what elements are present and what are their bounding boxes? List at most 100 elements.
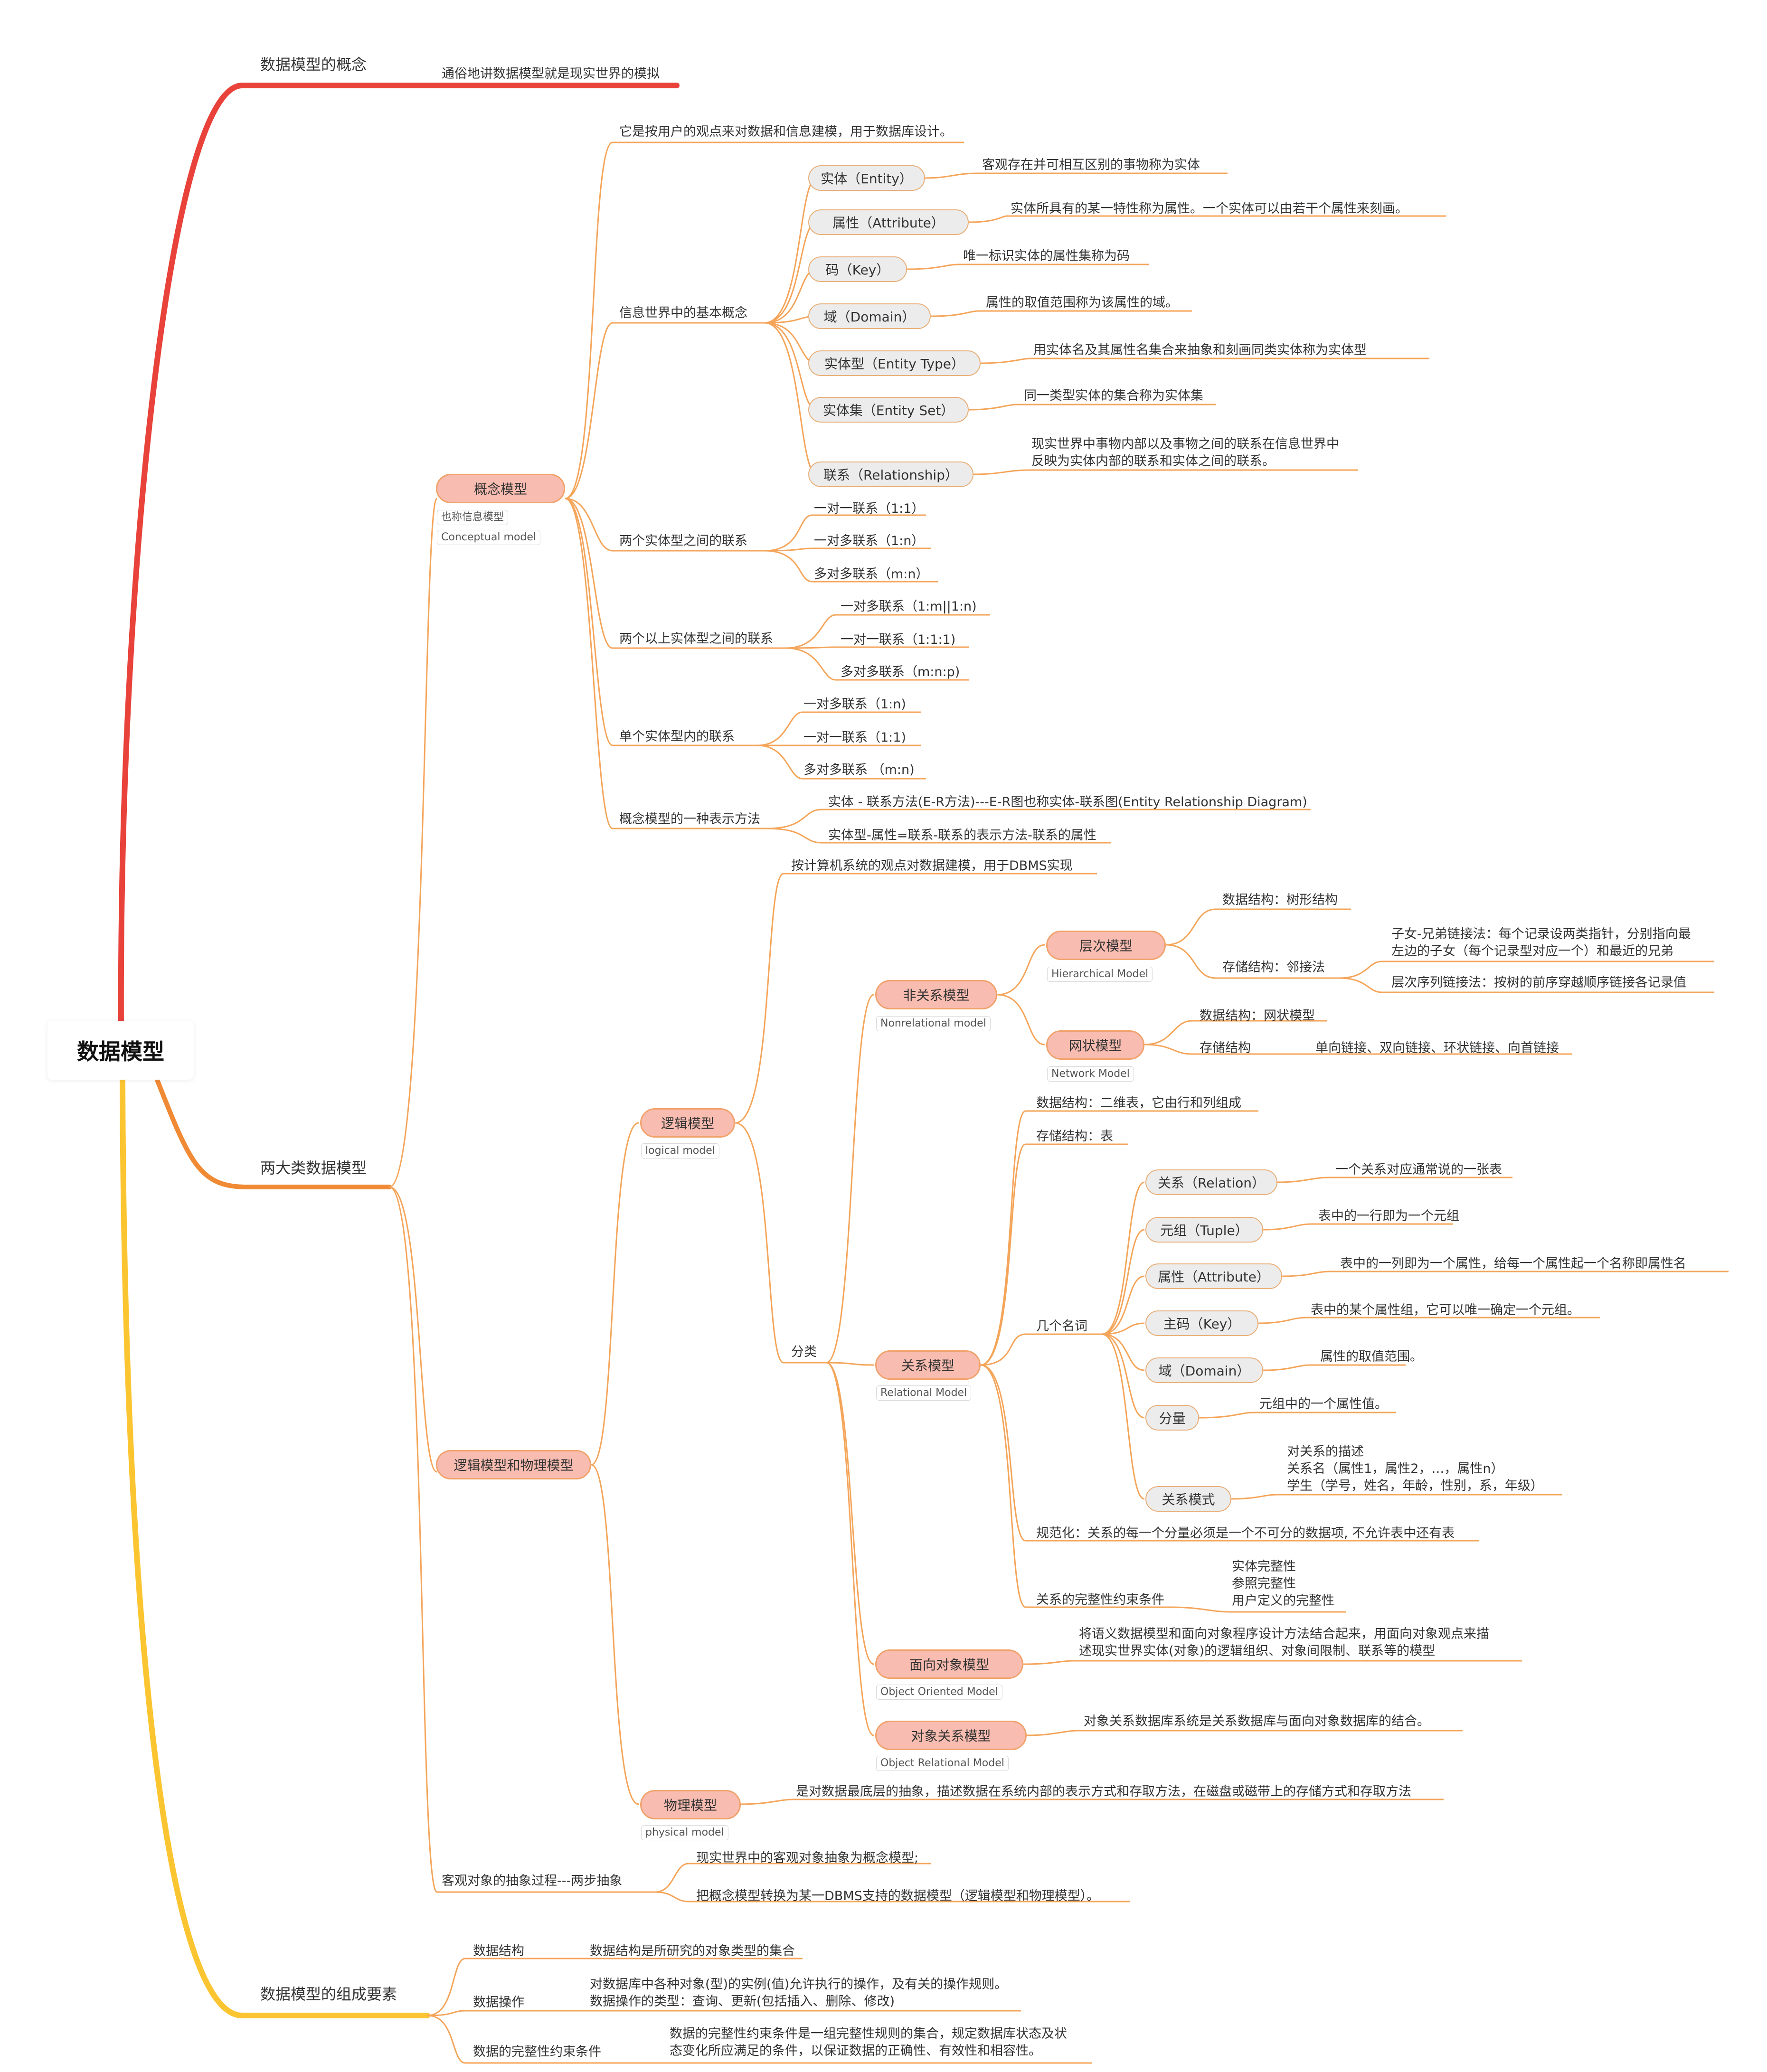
pill-relation[interactable]: 关系（Relation） [1145, 1169, 1277, 1195]
er-notation: 实体型-属性=联系-联系的表示方法-联系的属性 [828, 828, 1096, 843]
rel-structure: 数据结构：二维表，它由行和列组成 [1036, 1096, 1241, 1111]
multi-entity-label[interactable]: 两个以上实体型之间的联系 [619, 631, 773, 646]
info-world-label[interactable]: 信息世界中的基本概念 [619, 306, 747, 320]
hier-sequence: 层次序列链接法：按树的前序穿越顺序链接各记录值 [1391, 975, 1686, 990]
element-operation-label[interactable]: 数据操作 [473, 1995, 524, 2010]
element-integrity-label[interactable]: 数据的完整性约束条件 [473, 2044, 601, 2059]
abstraction-label[interactable]: 客观对象的抽象过程---两步抽象 [442, 1874, 623, 1888]
tag-network: Network Model [1047, 1066, 1134, 1082]
element-structure-desc: 数据结构是所研究的对象类型的集合 [590, 1944, 795, 1959]
tag-nonrelational: Nonrelational model [876, 1016, 991, 1031]
pill-entity[interactable]: 实体（Entity） [808, 165, 925, 191]
component-desc: 元组中的一个属性值。 [1259, 1397, 1388, 1412]
er-method: 实体 - 联系方法(E-R方法)---E-R图也称实体-联系图(Entity R… [828, 795, 1307, 810]
hier-storage: 存储结构：邻接法 [1222, 960, 1325, 975]
two-entity-label[interactable]: 两个实体型之间的联系 [619, 534, 747, 548]
node-conceptual-model[interactable]: 概念模型 [436, 474, 565, 503]
multi-entity-1-1-1: 一对一联系（1:1:1) [841, 632, 956, 647]
branch-line-components [120, 1076, 430, 2018]
orel-desc: 对象关系数据库系统是关系数据库与面向对象数据库的结合。 [1084, 1714, 1430, 1729]
pill-primary-key[interactable]: 主码（Key） [1145, 1310, 1258, 1336]
er-label[interactable]: 概念模型的一种表示方法 [619, 812, 760, 827]
node-physical-model[interactable]: 物理模型 [640, 1790, 741, 1819]
phys-desc: 是对数据最底层的抽象，描述数据在系统内部的表示方式和存取方法，在磁盘或磁带上的存… [796, 1784, 1411, 1799]
single-entity-1-1: 一对一联系（1:1) [803, 730, 906, 745]
multi-entity-m-n-p: 多对多联系（m:n:p) [841, 665, 960, 679]
branch-line-two-types [154, 1076, 392, 1189]
node-logical-model[interactable]: 逻辑模型 [640, 1108, 735, 1138]
element-integrity-desc: 数据的完整性约束条件是一组完整性规则的集合，规定数据库状态及状 态变化所应满足的… [670, 2026, 1067, 2058]
attribute-desc: 实体所具有的某一特性称为属性。一个实体可以由若干个属性来刻画。 [1011, 201, 1408, 216]
pill-entity-type[interactable]: 实体型（Entity Type） [808, 350, 981, 376]
root-node[interactable]: 数据模型 [47, 1021, 194, 1080]
tag-conceptual-en: Conceptual model [437, 530, 541, 545]
pill-domain[interactable]: 域（Domain） [808, 303, 931, 329]
element-operation-desc: 对数据库中各种对象(型)的实例(值)允许执行的操作，及有关的操作规则。 数据操作… [590, 1977, 1008, 2009]
logical-desc: 按计算机系统的观点对数据建模，用于DBMS实现 [791, 858, 1073, 873]
tag-hierarchical: Hierarchical Model [1047, 967, 1153, 982]
branch-components[interactable]: 数据模型的组成要素 [260, 1985, 397, 2003]
pill-rel-domain[interactable]: 域（Domain） [1145, 1357, 1263, 1383]
node-network[interactable]: 网状模型 [1046, 1030, 1144, 1060]
single-entity-m-n: 多对多联系 （m:n) [803, 763, 915, 777]
key-desc: 唯一标识实体的属性集称为码 [963, 249, 1130, 264]
tag-object-oriented: Object Oriented Model [876, 1685, 1002, 1700]
tag-object-relational: Object Relational Model [876, 1756, 1009, 1771]
tuple-desc: 表中的一行即为一个元组 [1318, 1209, 1459, 1224]
element-structure-label[interactable]: 数据结构 [473, 1944, 524, 1959]
entity-set-desc: 同一类型实体的集合称为实体集 [1024, 388, 1203, 403]
rel-integrity-label[interactable]: 关系的完整性约束条件 [1036, 1592, 1164, 1607]
tag-conceptual-alias: 也称信息模型 [437, 510, 509, 525]
branch-line-concept [118, 83, 680, 1033]
pill-relationship[interactable]: 联系（Relationship） [808, 461, 973, 487]
rel-integrity-list: 实体完整性 参照完整性 用户定义的完整性 [1232, 1559, 1334, 1608]
node-relational[interactable]: 关系模型 [875, 1350, 981, 1380]
rel-normalization: 规范化：关系的每一个分量必须是一个不可分的数据项, 不允许表中还有表 [1036, 1526, 1455, 1541]
oo-desc: 将语义数据模型和面向对象程序设计方法结合起来，用面向对象观点来描 述现实世界实体… [1079, 1627, 1489, 1658]
branch-two-types[interactable]: 两大类数据模型 [260, 1159, 367, 1177]
abstraction-step-1: 现实世界中的客观对象抽象为概念模型; [696, 1851, 919, 1865]
two-entity-1-1: 一对一联系（1:1） [814, 501, 925, 516]
pill-rel-attribute[interactable]: 属性（Attribute） [1145, 1263, 1282, 1289]
concept-desc: 通俗地讲数据模型就是现实世界的模拟 [442, 66, 660, 81]
domain-desc: 属性的取值范围称为该属性的域。 [986, 295, 1178, 310]
branch-data-model-concept[interactable]: 数据模型的概念 [260, 56, 367, 74]
rel-terms-label[interactable]: 几个名词 [1036, 1319, 1087, 1334]
node-object-oriented[interactable]: 面向对象模型 [875, 1649, 1023, 1679]
rel-storage: 存储结构：表 [1036, 1129, 1113, 1144]
node-nonrelational[interactable]: 非关系模型 [875, 980, 997, 1009]
net-storage-desc: 单向链接、双向链接、环状链接、向首链接 [1315, 1041, 1559, 1055]
rel-attribute-desc: 表中的一列即为一个属性，给每一个属性起一个名称即属性名 [1340, 1256, 1686, 1271]
net-structure: 数据结构：网状模型 [1200, 1008, 1315, 1023]
conceptual-desc: 它是按用户的观点来对数据和信息建模，用于数据库设计。 [619, 124, 953, 139]
pill-component[interactable]: 分量 [1145, 1405, 1199, 1431]
node-logical-physical[interactable]: 逻辑模型和物理模型 [436, 1450, 591, 1479]
node-hierarchical[interactable]: 层次模型 [1046, 931, 1166, 960]
hier-child-sibling: 子女-兄弟链接法：每个记录设两类指针，分别指向最 左边的子女（每个记录型对应一个… [1391, 927, 1691, 959]
tag-relational: Relational Model [876, 1385, 972, 1401]
entity-type-desc: 用实体名及其属性名集合来抽象和刻画同类实体称为实体型 [1033, 343, 1367, 358]
hier-structure: 数据结构：树形结构 [1222, 893, 1338, 907]
primary-key-desc: 表中的某个属性组，它可以唯一确定一个元组。 [1311, 1303, 1580, 1318]
pill-entity-set[interactable]: 实体集（Entity Set） [808, 397, 969, 423]
two-entity-1-n: 一对多联系（1:n） [814, 534, 925, 548]
single-entity-label[interactable]: 单个实体型内的联系 [619, 729, 735, 744]
classify-label[interactable]: 分类 [791, 1345, 817, 1359]
pill-key[interactable]: 码（Key） [808, 256, 907, 282]
rel-domain-desc: 属性的取值范围。 [1320, 1349, 1423, 1364]
pill-attribute[interactable]: 属性（Attribute） [808, 209, 969, 235]
pill-tuple[interactable]: 元组（Tuple） [1145, 1217, 1263, 1243]
tag-physical: physical model [641, 1825, 728, 1840]
net-storage: 存储结构 [1200, 1041, 1251, 1055]
node-object-relational[interactable]: 对象关系模型 [875, 1721, 1027, 1750]
multi-entity-1-m: 一对多联系（1:m||1:n) [841, 599, 977, 614]
two-entity-m-n: 多对多联系（m:n） [814, 567, 929, 582]
relationship-desc: 现实世界中事物内部以及事物之间的联系在信息世界中 反映为实体内部的联系和实体之间… [1031, 437, 1339, 469]
tag-logical: logical model [641, 1143, 719, 1158]
pill-relation-schema[interactable]: 关系模式 [1145, 1486, 1231, 1512]
single-entity-1-n: 一对多联系（1:n) [803, 697, 906, 712]
relation-schema-desc: 对关系的描述 关系名（属性1，属性2，…，属性n） 学生（学号，姓名，年龄，性别… [1287, 1444, 1543, 1493]
relation-desc: 一个关系对应通常说的一张表 [1335, 1162, 1502, 1177]
